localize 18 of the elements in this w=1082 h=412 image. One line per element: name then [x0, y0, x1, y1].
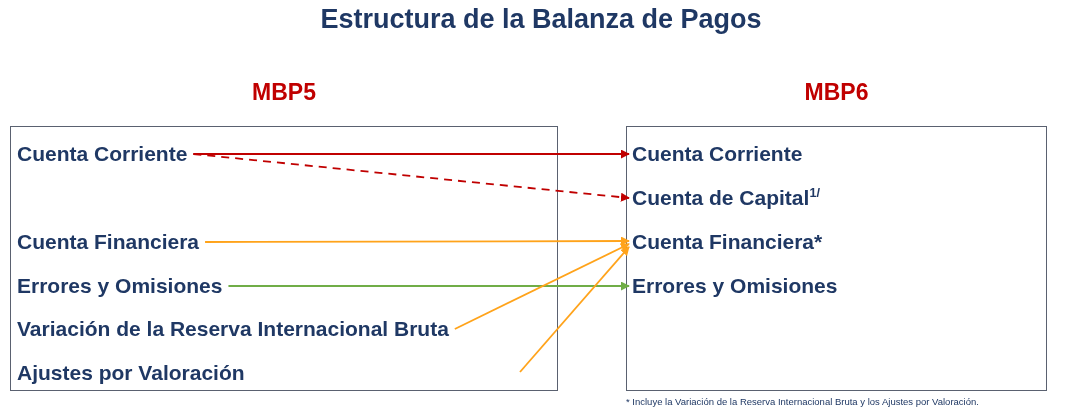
arrow	[204, 236, 630, 246]
footnote: * Incluye la Variación de la Reserva Internacional Bruta y los Ajustes por Valoración.	[626, 396, 979, 407]
arrow	[192, 153, 630, 202]
account-label: Cuenta Corriente	[17, 141, 194, 167]
group-heading: MBP6	[803, 79, 870, 106]
account-label: Cuenta Corriente	[632, 141, 809, 167]
arrow	[519, 246, 630, 373]
group-heading: MBP5	[251, 79, 317, 106]
account-label: Errores y Omisiones	[17, 273, 229, 299]
account-label: Errores y Omisiones	[632, 273, 844, 299]
account-label: Cuenta Financiera*	[632, 229, 829, 255]
account-label: Variación de la Reserva Internacional Bruta	[17, 316, 455, 342]
account-label: Cuenta de Capital$^{1/}$	[632, 185, 826, 211]
arrow	[453, 243, 630, 330]
account-label: Cuenta Financiera	[17, 229, 206, 255]
diagram-title: Estructura de la Balanza de Pagos	[319, 4, 763, 35]
account-label: Ajustes por Valoración	[17, 360, 251, 386]
arrow	[227, 281, 630, 291]
